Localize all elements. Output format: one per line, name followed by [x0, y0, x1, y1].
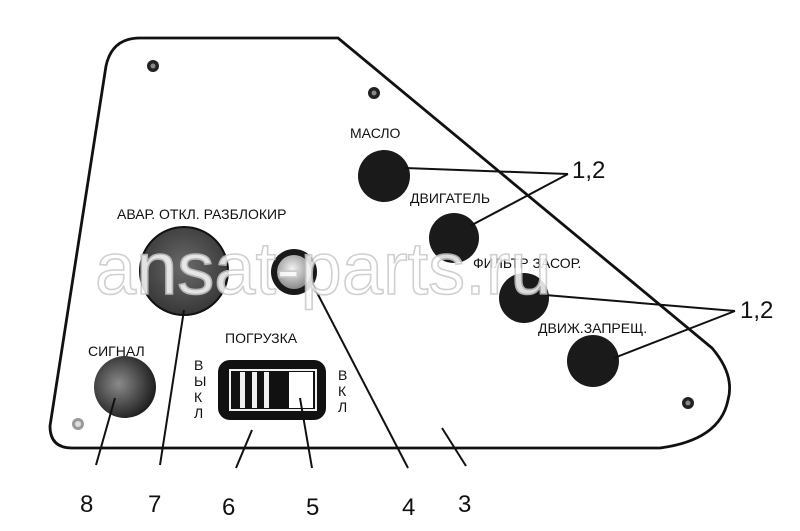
- watermark: ansat-parts.ru: [95, 227, 552, 310]
- screw-icon: [682, 397, 694, 409]
- on-letter: В: [338, 367, 347, 383]
- callout-7: 7: [148, 491, 161, 518]
- signal-label: СИГНАЛ: [88, 343, 145, 359]
- oil-label: МАСЛО: [350, 125, 401, 141]
- filter-label: ФИЛЬТР ЗАСОР.: [473, 255, 581, 271]
- screw-icon: [368, 87, 380, 99]
- callout-top-group: 1,2: [572, 157, 605, 184]
- filter-lamp: [499, 273, 549, 323]
- callout-3: 3: [458, 491, 471, 518]
- off-letter: Ы: [194, 373, 206, 389]
- move-forbidden-lamp: [567, 335, 619, 387]
- engine-lamp: [429, 213, 479, 263]
- callout-6: 6: [222, 494, 235, 521]
- oil-lamp: [358, 150, 410, 202]
- on-letter: К: [338, 383, 347, 399]
- off-letter: Л: [194, 405, 203, 421]
- callout-4: 4: [402, 494, 415, 521]
- callout-bottom-group: 1,2: [740, 297, 773, 324]
- screw-icon: [72, 418, 84, 430]
- off-letter: В: [194, 357, 203, 373]
- on-letter: Л: [338, 399, 347, 415]
- loading-toggle-switch[interactable]: [218, 360, 326, 420]
- move-forbidden-label: ДВИЖ.ЗАПРЕЩ.: [538, 320, 647, 336]
- callout-8: 8: [80, 491, 93, 518]
- screw-icon: [147, 60, 159, 72]
- off-letter: К: [194, 389, 203, 405]
- leader-lines: [95, 167, 736, 469]
- engine-label: ДВИГАТЕЛЬ: [410, 190, 490, 206]
- loading-label: ПОГРУЗКА: [225, 330, 298, 346]
- emergency-label: АВАР. ОТКЛ. РАЗБЛОКИР: [117, 206, 286, 222]
- off-vertical-label: В Ы К Л: [194, 357, 206, 421]
- panel-outline: [48, 36, 732, 450]
- small-indicator-lens: [277, 255, 311, 289]
- on-vertical-label: В К Л: [338, 367, 347, 415]
- signal-button[interactable]: [94, 356, 156, 418]
- callout-5: 5: [306, 494, 319, 521]
